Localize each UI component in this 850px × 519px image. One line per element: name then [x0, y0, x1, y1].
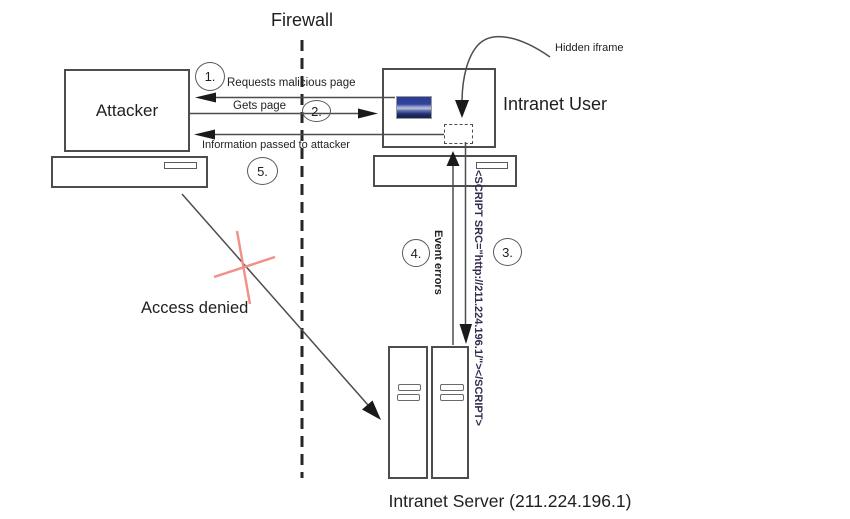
- arrow-gets-page-head-icon: [358, 108, 378, 119]
- hidden-iframe-box: [444, 124, 473, 144]
- access-denied-x-icon: [235, 230, 252, 305]
- attacker-keyboard-slot: [164, 162, 197, 169]
- server-slot: [397, 394, 420, 401]
- intranet-user-label: Intranet User: [503, 94, 608, 114]
- step-number: 3.: [502, 244, 513, 260]
- step-badge-5: 5.: [247, 157, 278, 185]
- server-tower-left: [388, 346, 428, 479]
- malicious-page-thumbnail-icon: [396, 96, 432, 119]
- server-tower-right: [431, 346, 469, 479]
- access-denied-x-icon: [213, 255, 276, 279]
- hidden-iframe-label: Hidden iframe: [555, 42, 624, 54]
- arrow-script-head-icon: [459, 324, 472, 344]
- blocked-attack-head-icon: [362, 400, 381, 420]
- step-badge-3: 3.: [493, 238, 522, 266]
- requests-malicious-page-label: Requests malicious page: [227, 77, 356, 89]
- server-slot: [440, 394, 464, 401]
- step-badge-2: 2.: [302, 100, 331, 122]
- intranet-user-monitor: [382, 68, 496, 148]
- intranet-user-keyboard: [373, 155, 517, 187]
- server-slot: [398, 384, 421, 391]
- intranet-server-label: Intranet Server (211.224.196.1): [388, 491, 632, 511]
- step-number: 5.: [257, 163, 268, 179]
- event-errors-label: Event errors: [432, 230, 444, 295]
- arrow-requests-head-icon: [195, 92, 216, 103]
- step-number: 2.: [311, 103, 322, 119]
- attacker-monitor: Attacker: [64, 69, 190, 152]
- step-badge-4: 4.: [402, 239, 430, 267]
- attacker-label: Attacker: [95, 100, 159, 120]
- intranet-user-keyboard-slot: [476, 162, 508, 169]
- step-badge-1: 1.: [195, 62, 225, 91]
- firewall-label: Firewall: [270, 10, 333, 30]
- information-passed-label: Information passed to attacker: [202, 139, 350, 151]
- arrow-info-head-icon: [194, 129, 215, 140]
- gets-page-label: Gets page: [233, 100, 287, 112]
- attacker-keyboard: [51, 156, 208, 188]
- server-slot: [440, 384, 464, 391]
- script-src-label: <SCRIPT SRC="http://211.224.196.1/"></SC…: [472, 170, 484, 426]
- step-number: 4.: [410, 245, 422, 261]
- access-denied-label: Access denied: [141, 299, 249, 317]
- step-number: 1.: [204, 69, 216, 84]
